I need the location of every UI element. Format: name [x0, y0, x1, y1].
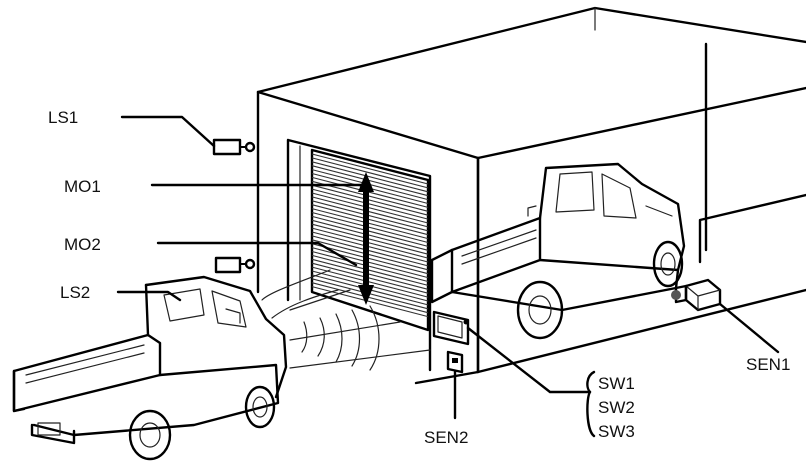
- shutter-slat: [311, 250, 429, 283]
- leader-lines: [116, 115, 780, 438]
- shutter-slat: [311, 208, 429, 240]
- garage-building: [256, 6, 806, 385]
- shutter-slat: [311, 157, 429, 189]
- shutter-slat: [311, 266, 429, 298]
- shutter-slat: [311, 231, 429, 263]
- sensor-sen1-icon: [671, 278, 722, 312]
- shutter-slat: [311, 215, 429, 247]
- label-sen2: SEN2: [424, 428, 468, 447]
- shutter-slat: [311, 223, 429, 255]
- shutter-slat: [311, 165, 429, 197]
- floor-edge: [476, 288, 806, 374]
- shutter-slat: [311, 200, 429, 232]
- label-sw2: SW2: [598, 398, 635, 417]
- label-mo2: MO2: [64, 235, 101, 254]
- shutter-slat: [311, 247, 429, 279]
- shutter-slat: [311, 243, 429, 275]
- shutter-slat: [311, 211, 429, 244]
- label-ls2: LS2: [60, 283, 90, 302]
- label-sen1: SEN1: [746, 355, 790, 374]
- door-opening: [286, 138, 432, 372]
- up-down-arrow-icon: [358, 172, 374, 305]
- door-frame: [286, 138, 432, 372]
- shutter-slat: [311, 161, 429, 193]
- control-panel: [432, 310, 470, 346]
- shutter-slat: [311, 219, 429, 251]
- shutter-slat: [311, 176, 429, 208]
- label-mo1: MO1: [64, 177, 101, 196]
- shutter-slat: [311, 258, 429, 290]
- pickup-truck-icon: [12, 275, 288, 461]
- shutter-slat: [311, 180, 429, 212]
- shutter-outline: [310, 148, 430, 332]
- shutter-slat: [311, 196, 429, 228]
- shutter-slat: [311, 235, 429, 267]
- shutter-slat: [311, 192, 429, 224]
- shutter-slat: [311, 239, 429, 271]
- limit-switch-ls2-icon: [214, 256, 256, 274]
- label-ls1: LS1: [48, 108, 78, 127]
- shutter-slat: [311, 227, 429, 259]
- sensor-sen2-box: [446, 350, 464, 374]
- shutter-slat: [311, 282, 429, 314]
- label-sw3: SW3: [598, 422, 635, 441]
- limit-switch-ls1-icon: [212, 138, 256, 156]
- shutter-slat: [311, 204, 429, 236]
- roll-up-shutter-icon: [310, 148, 430, 332]
- shutter-slat: [311, 184, 429, 216]
- shutter-slat: [311, 262, 429, 294]
- building-roof: [256, 6, 806, 160]
- label-sw1: SW1: [598, 374, 635, 393]
- pickup-truck-icon: [430, 162, 686, 340]
- shutter-slat: [311, 254, 429, 286]
- control-panel-box: [432, 310, 470, 346]
- shutter-slat: [311, 153, 429, 185]
- shutter-slat: [311, 188, 429, 220]
- building-side-wall: [476, 42, 806, 374]
- sensor-beam: [261, 269, 431, 371]
- labels: LS1 MO1 MO2 LS2 SEN1 SEN2 SW1 SW2 SW3: [48, 108, 790, 447]
